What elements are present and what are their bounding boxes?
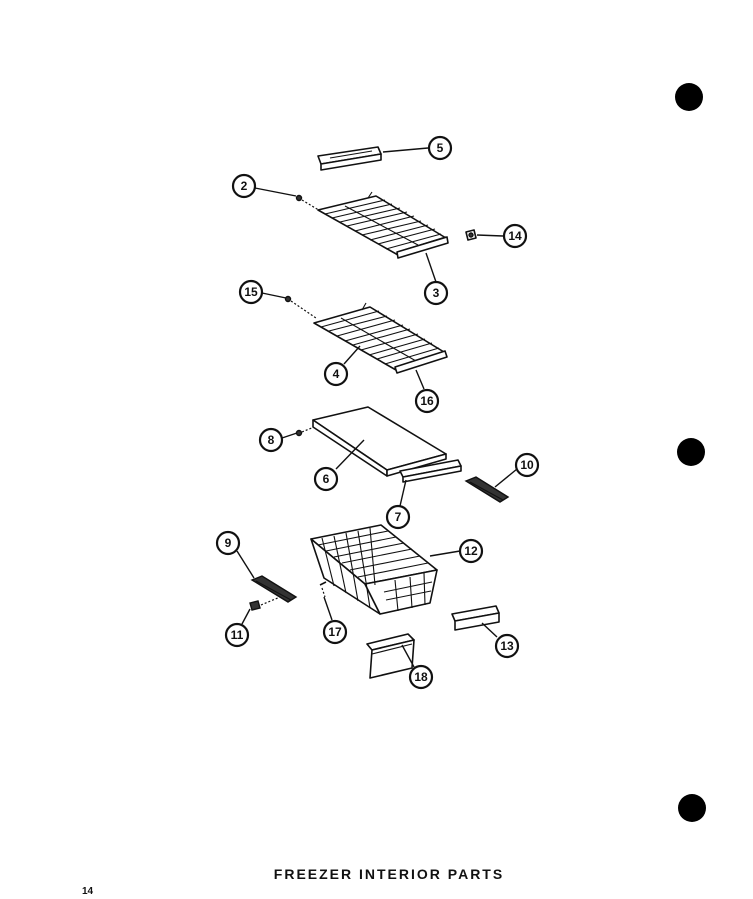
callout-12: 12 (458, 538, 484, 564)
callout-14: 14 (502, 223, 528, 249)
callout-4: 4 (323, 361, 349, 387)
callout-11: 11 (224, 622, 250, 648)
leader-lines (236, 147, 518, 668)
callout-label: 13 (500, 639, 514, 653)
part-wire-shelf-lower (313, 302, 448, 374)
punch-hole-top (675, 83, 703, 111)
part-clip (465, 229, 477, 241)
diagram-caption: FREEZER INTERIOR PARTS (273, 866, 505, 882)
callout-label: 16 (420, 394, 434, 408)
callout-label: 18 (414, 670, 428, 684)
part-basket-cover (366, 633, 415, 679)
part-screw-middle (284, 295, 317, 319)
callout-label: 17 (328, 625, 342, 639)
part-slide-bracket-left (250, 575, 298, 603)
callout-label: 8 (268, 433, 275, 447)
part-screw-lower (295, 426, 315, 437)
part-pin (319, 581, 327, 598)
callout-label: 14 (508, 229, 522, 243)
callout-label: 9 (225, 536, 232, 550)
callout-label: 10 (520, 458, 534, 472)
part-solid-shelf (312, 406, 447, 477)
callout-label: 7 (395, 510, 402, 524)
part-screw-upper (295, 194, 323, 213)
callout-13: 13 (494, 633, 520, 659)
callout-label: 11 (231, 628, 244, 642)
callout-7: 7 (385, 504, 411, 530)
callout-label: 15 (244, 285, 258, 299)
part-bracket-fastener (249, 596, 281, 611)
callout-5: 5 (427, 135, 453, 161)
callout-15: 15 (238, 279, 264, 305)
callout-10: 10 (514, 452, 540, 478)
callout-2: 2 (231, 173, 257, 199)
callout-8: 8 (258, 427, 284, 453)
callout-label: 6 (323, 472, 330, 486)
callout-label: 12 (464, 544, 478, 558)
page-number: 14 (82, 886, 94, 897)
callout-9: 9 (215, 530, 241, 556)
callout-16: 16 (414, 388, 440, 414)
callout-label: 2 (241, 179, 248, 193)
callout-label: 5 (437, 141, 444, 155)
callout-3: 3 (423, 280, 449, 306)
part-wire-basket (310, 524, 438, 615)
callout-17: 17 (322, 619, 348, 645)
callout-label: 4 (333, 367, 340, 381)
part-wire-shelf-upper (317, 191, 449, 259)
part-basket-stop (451, 605, 500, 631)
part-shelf-front-strip (399, 459, 462, 483)
callout-18: 18 (408, 664, 434, 690)
punch-hole-middle (677, 438, 705, 466)
part-trim-strip (317, 146, 382, 171)
callout-label: 3 (433, 286, 440, 300)
callout-6: 6 (313, 466, 339, 492)
part-slide-bracket-right (464, 476, 510, 503)
punch-hole-bottom (678, 794, 706, 822)
